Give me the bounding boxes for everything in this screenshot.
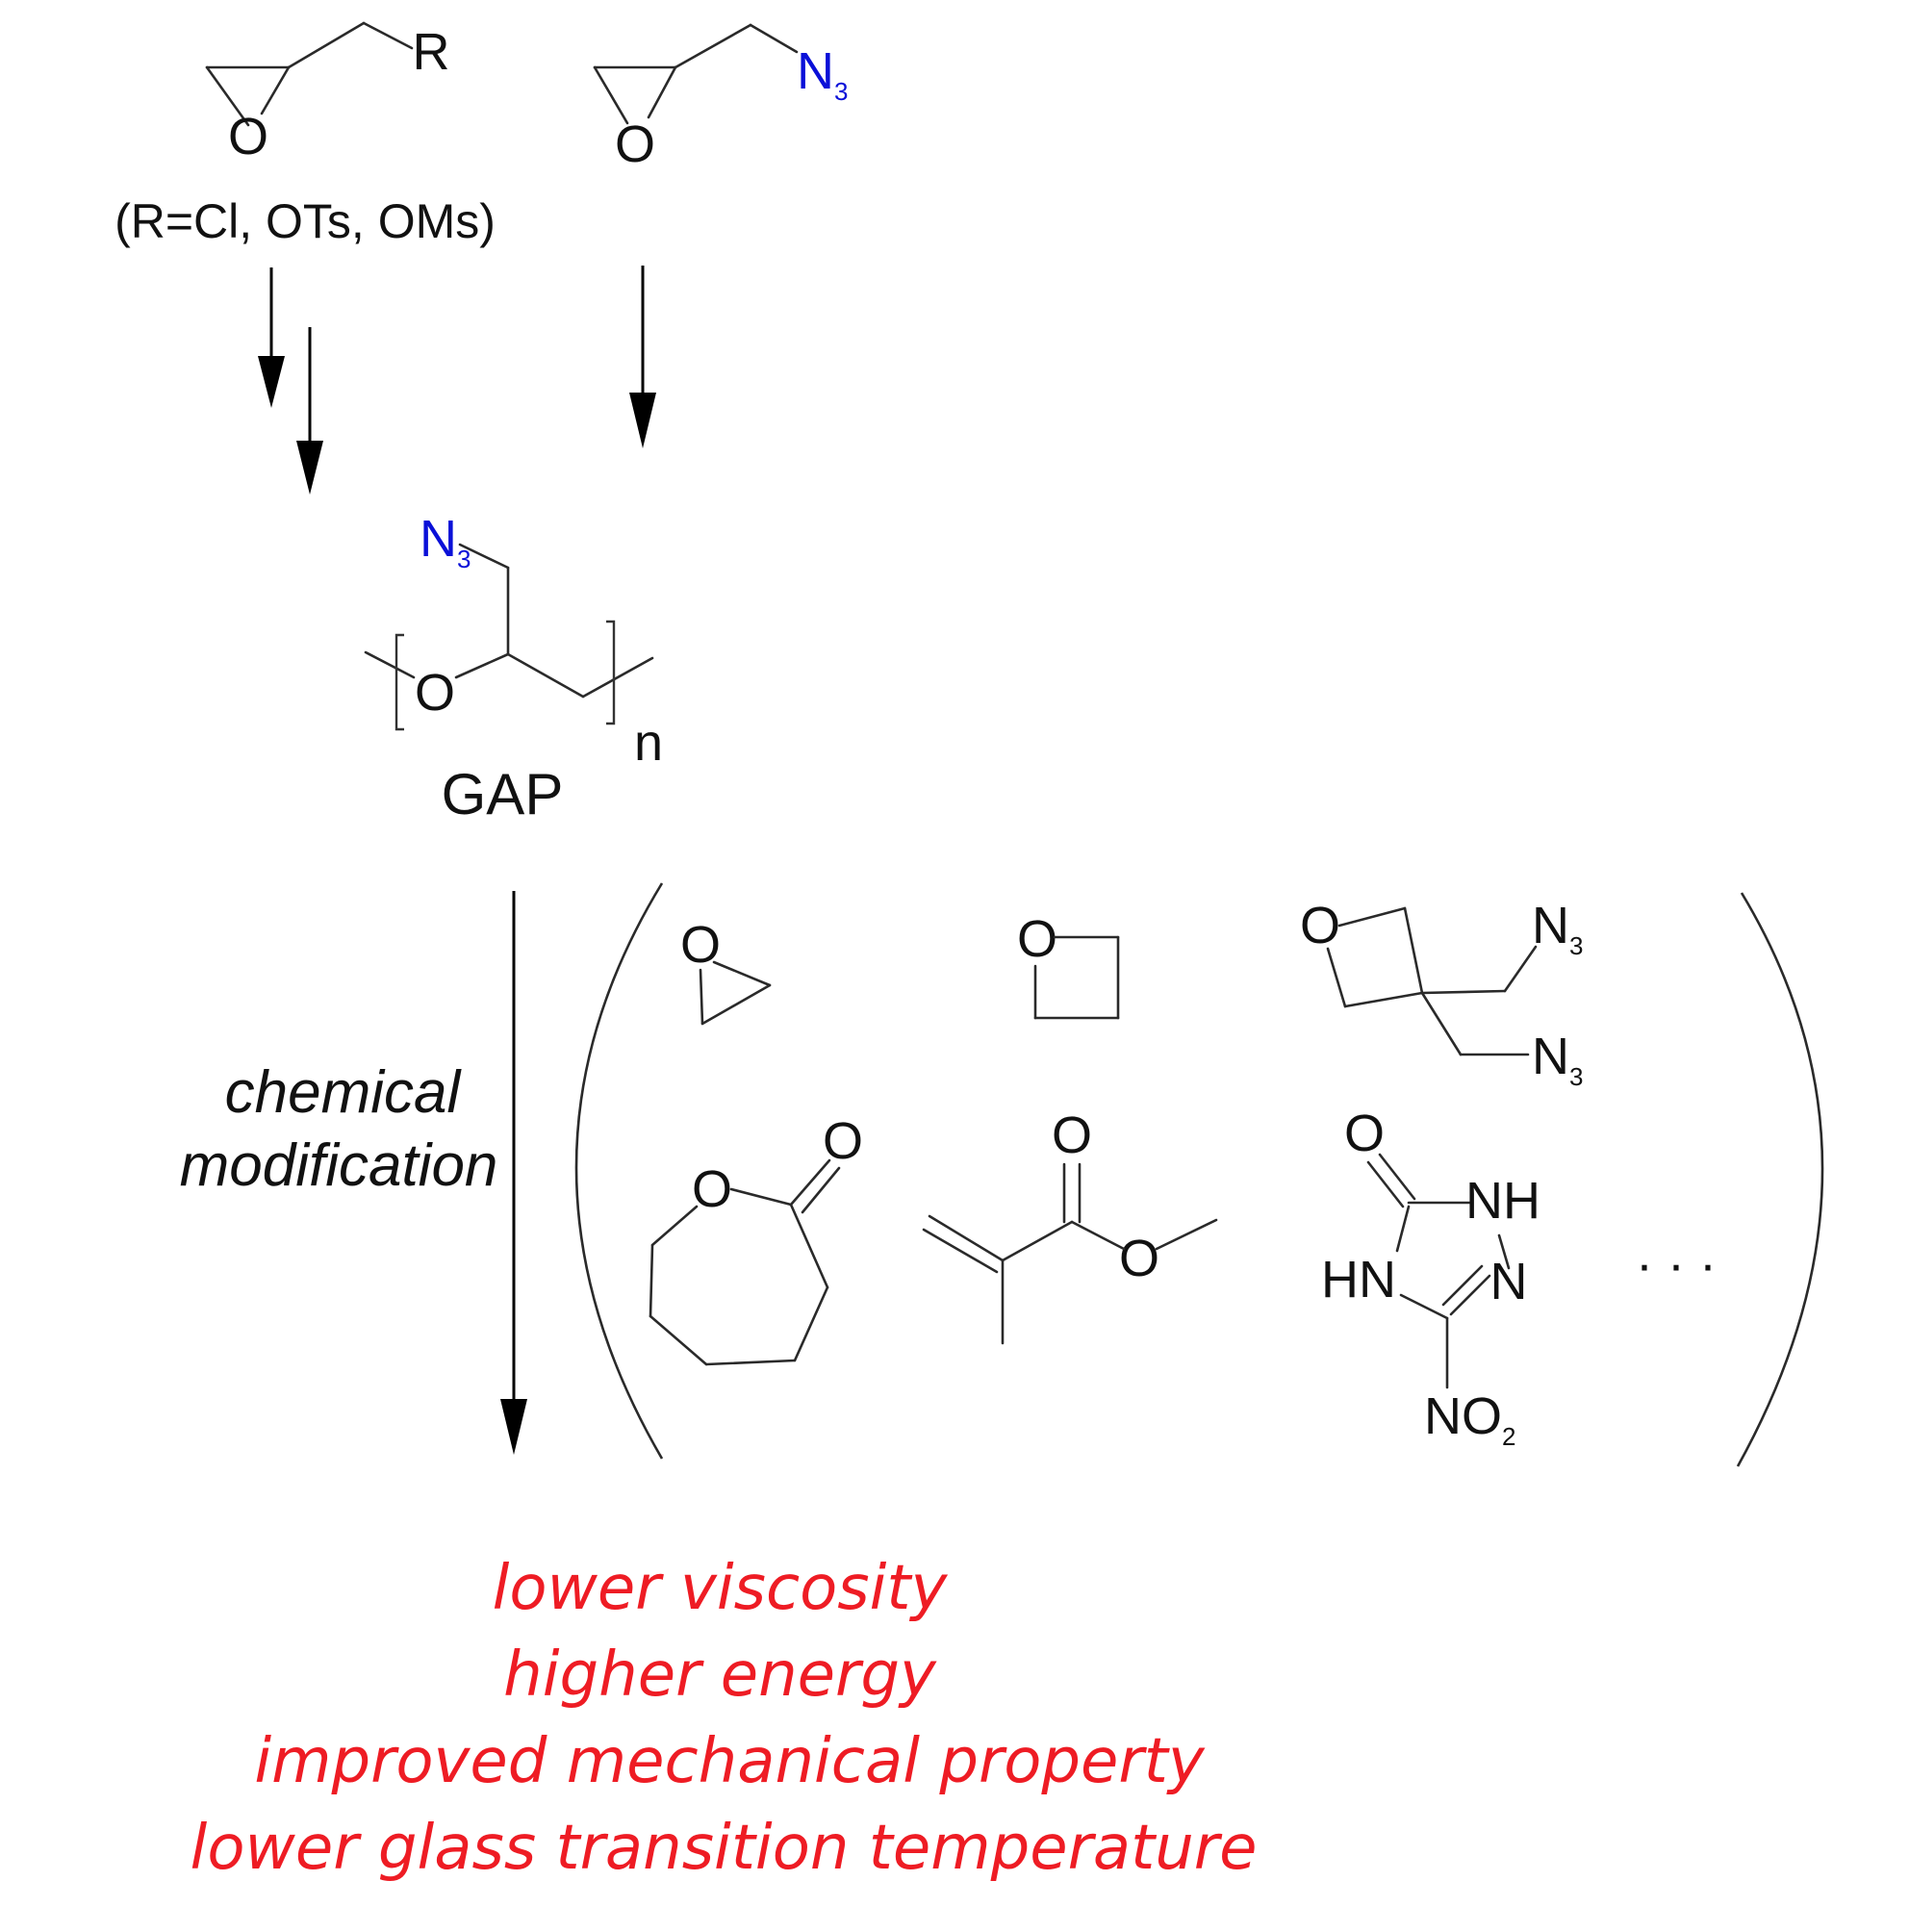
bond bbox=[922, 1228, 999, 1274]
bamo-azide-label-1: N3 bbox=[1532, 897, 1583, 960]
ethylene-oxide-structure: O bbox=[680, 916, 772, 1026]
azide-label: N3 bbox=[797, 42, 848, 106]
bond bbox=[1399, 1293, 1449, 1320]
epoxide-oxygen-label: O bbox=[680, 916, 721, 974]
direct-arrow bbox=[629, 266, 656, 448]
bamo-azide-label-2: N3 bbox=[1532, 1028, 1583, 1091]
bond bbox=[205, 65, 250, 127]
triazolone-n-label: N bbox=[1490, 1253, 1528, 1310]
process-label-line2: modification bbox=[180, 1132, 498, 1199]
bond bbox=[649, 1314, 708, 1366]
arrow-head bbox=[258, 356, 285, 408]
bond bbox=[1001, 1220, 1074, 1262]
two-step-arrows bbox=[258, 267, 323, 495]
oxetane-structure: O bbox=[1017, 910, 1120, 1020]
lactone-ring-oxygen-label: O bbox=[692, 1160, 732, 1218]
ester-carbonyl-oxygen-label: O bbox=[1052, 1106, 1092, 1164]
bond bbox=[789, 1158, 831, 1207]
bond bbox=[458, 543, 510, 570]
epoxide-r-monomer: R O (R=Cl, OTs, OMs) bbox=[115, 21, 496, 248]
benefit-3: improved mechanical property bbox=[254, 1726, 1206, 1797]
bond bbox=[1343, 991, 1424, 1008]
bond bbox=[1449, 1274, 1491, 1316]
bond bbox=[650, 1205, 699, 1247]
bond bbox=[593, 65, 629, 125]
bond bbox=[729, 1187, 793, 1207]
bond bbox=[1155, 1218, 1218, 1251]
glycidyl-azide-monomer: N3 O bbox=[593, 23, 848, 173]
bond bbox=[362, 21, 414, 50]
bond bbox=[1420, 991, 1463, 1056]
left-repeat-bracket bbox=[395, 633, 404, 731]
modification-arrow bbox=[500, 891, 527, 1455]
oxetane-oxygen-label: O bbox=[1017, 910, 1057, 968]
bond bbox=[712, 960, 772, 987]
bond bbox=[454, 652, 510, 679]
arrow-head bbox=[296, 441, 323, 495]
bamo-oxygen-label: O bbox=[1300, 897, 1340, 954]
bond bbox=[1070, 1220, 1126, 1251]
bond bbox=[1366, 1160, 1405, 1208]
r-definition-note: (R=Cl, OTs, OMs) bbox=[115, 194, 496, 248]
gap-polymer-structure: N3 O n GAP bbox=[364, 510, 663, 826]
bond bbox=[749, 23, 799, 54]
nto-structure: O NH N HN NO2 bbox=[1321, 1105, 1540, 1451]
bond bbox=[789, 1203, 829, 1289]
arrow-head bbox=[500, 1399, 527, 1455]
bond bbox=[1337, 906, 1407, 928]
bond bbox=[793, 1285, 829, 1362]
bond bbox=[1503, 945, 1538, 993]
polymer-azide-label: N3 bbox=[420, 510, 471, 573]
bond bbox=[649, 1243, 654, 1318]
right-repeat-bracket bbox=[606, 620, 616, 725]
r-substituent-label: R bbox=[413, 23, 450, 81]
epoxide-oxygen-label: O bbox=[615, 115, 655, 173]
bond bbox=[1378, 1153, 1416, 1201]
bond bbox=[1420, 989, 1507, 995]
bond bbox=[287, 21, 366, 69]
triazolone-hn-label: HN bbox=[1321, 1251, 1396, 1309]
bond bbox=[801, 1166, 841, 1214]
bond bbox=[704, 1359, 797, 1366]
benefit-1: lower viscosity bbox=[493, 1553, 949, 1624]
bamo-structure: O N3 N3 bbox=[1300, 897, 1583, 1091]
bond bbox=[506, 652, 585, 699]
bond bbox=[699, 968, 704, 1026]
benefit-2: higher energy bbox=[503, 1640, 937, 1711]
bond bbox=[1395, 1205, 1411, 1253]
methyl-methacrylate-structure: O O bbox=[922, 1106, 1218, 1345]
triazolone-nh-label: NH bbox=[1465, 1172, 1540, 1230]
backbone-oxygen-label: O bbox=[415, 664, 455, 722]
bond bbox=[260, 65, 291, 115]
bond bbox=[1326, 947, 1347, 1008]
bond bbox=[674, 23, 752, 69]
bond bbox=[581, 656, 654, 699]
process-label-line1: chemical bbox=[225, 1059, 463, 1126]
bond bbox=[647, 65, 677, 119]
triazolone-oxygen-label: O bbox=[1344, 1105, 1385, 1162]
repeat-unit-n: n bbox=[634, 714, 663, 772]
gap-name-label: GAP bbox=[442, 762, 564, 826]
more-comonomers-ellipsis: · · · bbox=[1636, 1235, 1717, 1293]
bond bbox=[364, 650, 416, 679]
bond bbox=[1441, 1264, 1484, 1307]
left-parenthesis bbox=[574, 882, 664, 1460]
bond bbox=[1497, 1233, 1511, 1270]
epoxide-oxygen-label: O bbox=[228, 108, 268, 165]
ester-oxygen-label: O bbox=[1119, 1230, 1159, 1287]
nitro-group-label: NO2 bbox=[1424, 1387, 1515, 1451]
bond bbox=[700, 983, 772, 1026]
caprolactone-structure: O O bbox=[649, 1112, 863, 1366]
right-parenthesis bbox=[1736, 892, 1824, 1467]
bond bbox=[928, 1214, 1005, 1262]
benefit-4: lower glass transition temperature bbox=[191, 1813, 1258, 1884]
bond bbox=[1403, 906, 1424, 995]
arrow-head bbox=[629, 393, 656, 448]
